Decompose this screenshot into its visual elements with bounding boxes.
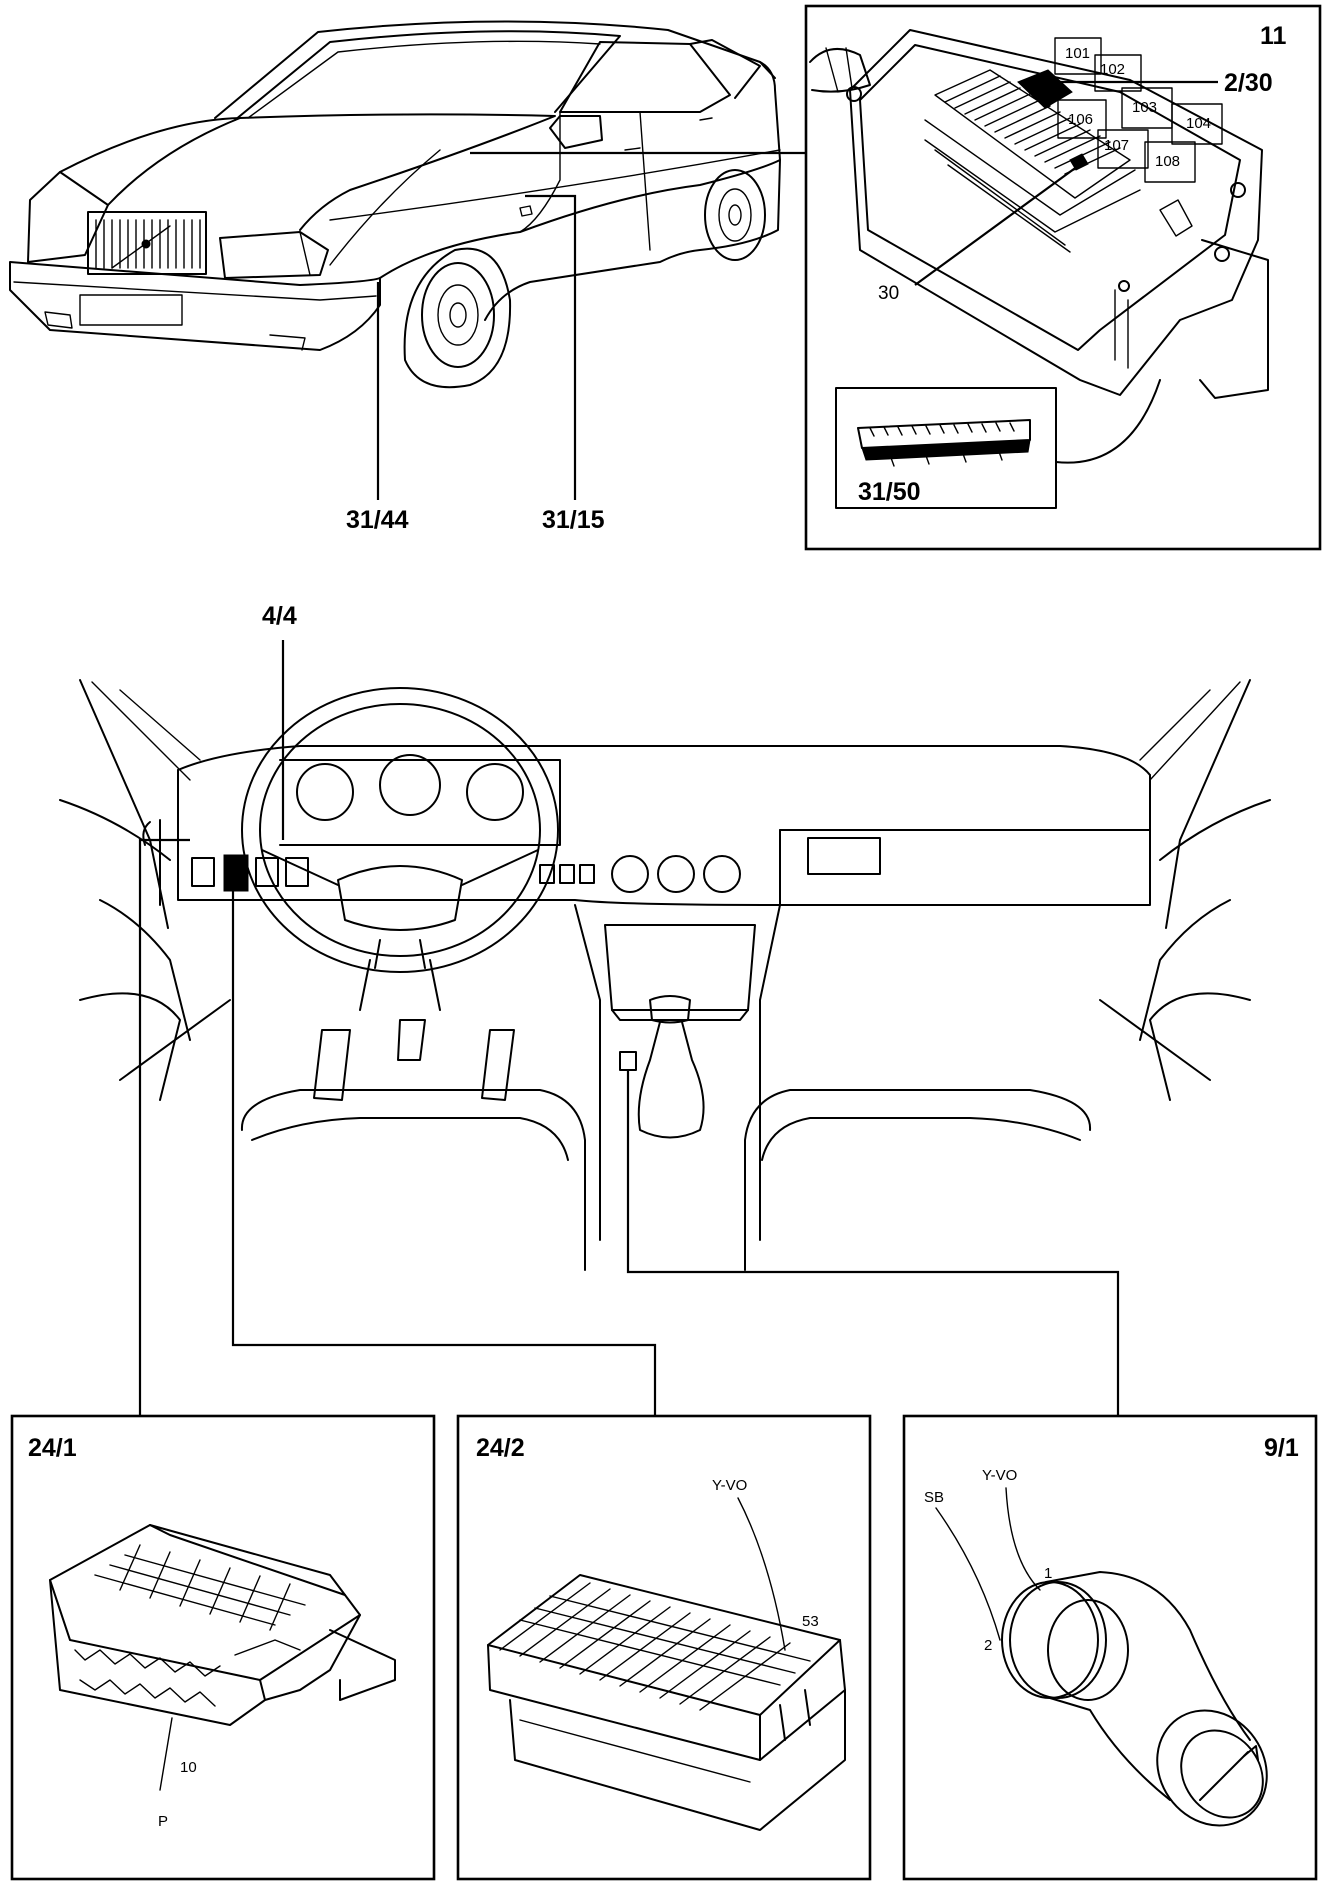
car-illustration (9, 20, 781, 389)
label-31-50: 31/50 (858, 478, 921, 506)
relay-108: 108 (1155, 153, 1180, 170)
leader-30 (914, 165, 1079, 286)
label-wire-y-vo-9-1: Y-VO (982, 1467, 1017, 1484)
label-pin-2: 2 (984, 1637, 992, 1654)
panel-24-1 (10, 1414, 436, 1881)
leader-pin-10 (159, 1717, 173, 1791)
leader-wire-y-vo-9-1 (1005, 1487, 1041, 1591)
panel-9-1 (902, 1414, 1318, 1881)
label-31-15: 31/15 (542, 506, 605, 534)
label-2-30: 2/30 (1224, 69, 1273, 97)
label-9-1: 9/1 (1264, 1434, 1299, 1462)
inset-link-curve (1055, 379, 1161, 464)
panel-24-2 (456, 1414, 872, 1881)
relay-107: 107 (1104, 137, 1129, 154)
label-wire-p: P (158, 1813, 168, 1830)
relay-box-illustration: 101 102 103 104 106 107 108 (809, 29, 1269, 399)
relay-103: 103 (1132, 99, 1157, 116)
label-4-4: 4/4 (262, 602, 297, 630)
connector-31-50 (857, 419, 1031, 467)
connector-9-1 (1001, 1571, 1268, 1827)
leader-31-15 (525, 194, 577, 500)
label-30: 30 (878, 283, 899, 304)
label-24-1: 24/1 (28, 1434, 77, 1462)
connector-24-2 (487, 1574, 846, 1831)
relay-102: 102 (1100, 61, 1125, 78)
label-pin-1: 1 (1044, 1565, 1052, 1582)
label-24-2: 24/2 (476, 1434, 525, 1462)
interior-illustration (59, 679, 1271, 1271)
label-wire-sb: SB (924, 1489, 944, 1506)
label-wire-y-vo-24-2: Y-VO (712, 1477, 747, 1494)
route-24-1 (138, 838, 190, 1415)
relay-106: 106 (1068, 111, 1093, 128)
inset-31-50-box (835, 387, 1057, 509)
relay-101: 101 (1065, 45, 1090, 62)
label-pin-10: 10 (180, 1759, 197, 1776)
label-pin-53: 53 (802, 1613, 819, 1630)
connector-24-1 (49, 1524, 396, 1726)
route-24-2 (231, 891, 657, 1415)
label-11: 11 (1260, 22, 1287, 50)
relay-104: 104 (1186, 115, 1211, 132)
leader-wire-sb (935, 1507, 1001, 1641)
leader-y-vo-24-2 (737, 1497, 786, 1651)
label-31-44: 31/44 (346, 506, 409, 534)
route-9-1 (626, 1070, 1120, 1415)
